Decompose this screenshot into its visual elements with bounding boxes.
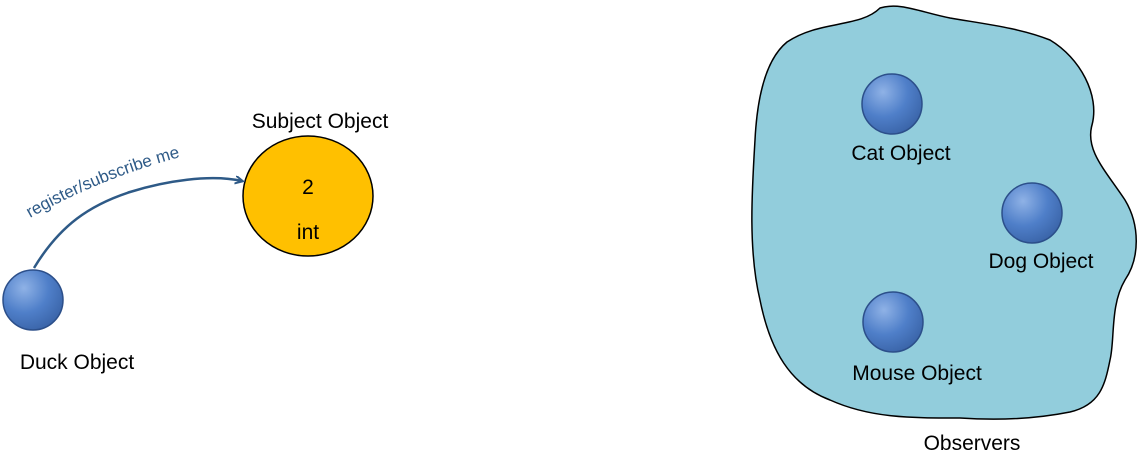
subject-type: int — [297, 221, 319, 244]
subject-object-circle — [242, 135, 374, 257]
cat-object-label: Cat Object — [851, 142, 950, 165]
subject-object-title: Subject Object — [252, 110, 389, 133]
mouse-object-circle — [862, 291, 924, 353]
register-arrow-label: register/subscribe me — [23, 143, 182, 222]
subject-value: 2 — [302, 176, 314, 199]
mouse-object-label: Mouse Object — [852, 362, 982, 385]
observers-region — [751, 5, 1137, 420]
duck-object-label: Duck Object — [20, 351, 135, 374]
cat-object-circle — [861, 73, 923, 135]
dog-object-circle — [1001, 182, 1063, 244]
duck-object-circle — [2, 269, 64, 331]
observers-region-label: Observers — [924, 432, 1021, 455]
dog-object-label: Dog Object — [988, 250, 1093, 273]
register-arrow — [32, 178, 242, 269]
